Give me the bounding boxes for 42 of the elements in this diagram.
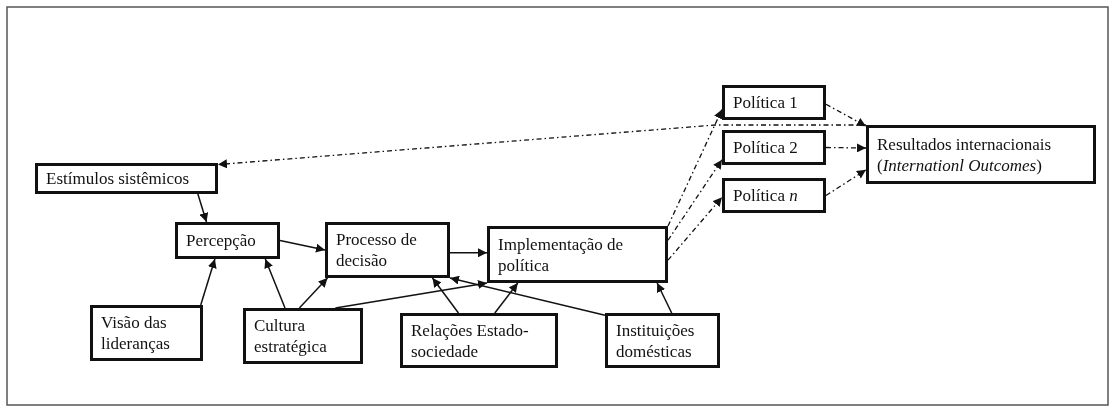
concept-box (722, 130, 826, 165)
arrow (494, 282, 519, 314)
arrow (197, 193, 209, 223)
arrow (667, 108, 723, 227)
arrow (200, 258, 217, 306)
arrow (449, 248, 488, 258)
concept-box (175, 222, 280, 259)
arrow (217, 124, 867, 169)
concept-box (487, 226, 668, 283)
concept-box (722, 85, 826, 120)
arrow (279, 239, 326, 253)
arrow (667, 196, 723, 261)
concept-box (243, 308, 363, 364)
arrow (825, 169, 867, 197)
arrow (825, 103, 867, 127)
concept-box (325, 222, 450, 278)
box-label: Percepção (186, 230, 256, 251)
box-label: Processo de decisão (336, 229, 418, 271)
concept-box (866, 125, 1096, 184)
box-label: Resultados internacionais (Internationl Outcomes) (877, 133, 1053, 176)
concept-box (35, 163, 218, 194)
arrow (298, 277, 329, 309)
concept-box (400, 313, 558, 368)
box-label: Estímulos sistêmicos (46, 168, 190, 189)
box-label: Política 1 (733, 92, 798, 113)
arrow (825, 143, 867, 153)
box-label: Instituições domésticas (616, 319, 696, 362)
box-label: Relações Estado-sociedade (411, 319, 530, 362)
arrow (449, 275, 606, 316)
arrow (431, 277, 460, 314)
arrow (667, 159, 723, 241)
concept-box (605, 313, 720, 368)
box-label: Cultura estratégica (254, 315, 328, 357)
arrow (656, 282, 673, 314)
arrow (264, 258, 286, 309)
concept-box (722, 178, 826, 213)
box-label: Política n (733, 185, 798, 206)
box-label: Política 2 (733, 137, 798, 158)
arrow (334, 280, 488, 309)
concept-box (90, 305, 203, 361)
box-label: Visão das lideranças (101, 312, 171, 354)
box-label: Implementação de política (498, 233, 625, 276)
